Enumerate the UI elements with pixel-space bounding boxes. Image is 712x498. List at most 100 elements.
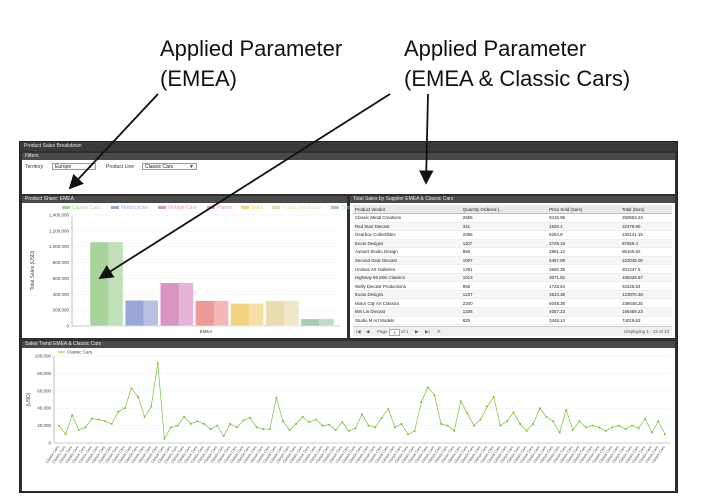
data-point xyxy=(150,405,153,408)
pagination-bar: |◀ ◀ Page 1 of 1 ▶ ▶| ⟳ Displaying 1 - 1… xyxy=(353,326,672,336)
bar-shade xyxy=(178,282,194,326)
legend-item[interactable]: Vintage Cars xyxy=(157,205,197,211)
data-point xyxy=(314,418,317,421)
table-cell: 825 xyxy=(460,316,548,326)
table-cell: Red Start Diecast xyxy=(353,222,461,232)
table-cell: Exoto Designs xyxy=(353,290,461,300)
next-page-icon[interactable]: ▶ xyxy=(415,329,419,334)
filters-panel: Territory Europe ▼ Product Line Classic … xyxy=(22,160,675,194)
table-cell: 1013 xyxy=(460,273,548,283)
table-cell: 3650.38 xyxy=(547,264,621,274)
data-point xyxy=(571,428,574,431)
territory-label: Territory xyxy=(25,164,44,170)
bar-shade xyxy=(143,300,159,326)
bar xyxy=(300,318,335,327)
legend-item[interactable]: Ships xyxy=(240,205,263,211)
data-point xyxy=(268,428,271,431)
column-header[interactable]: Quantity Ordered (... xyxy=(460,205,548,214)
legend-swatch xyxy=(240,206,249,210)
sales-trend-header: Sales Trend EMEA & Classic Cars xyxy=(22,341,675,348)
column-header[interactable]: Total (Sum) xyxy=(620,205,672,214)
data-point xyxy=(255,426,258,429)
table-cell: 2729.19 xyxy=(547,239,621,249)
bar xyxy=(160,282,194,327)
y-tick-label: 1,000,000 xyxy=(49,244,70,249)
x-tick-label: EMEA xyxy=(200,329,213,334)
arrow-classic-cars xyxy=(98,93,391,279)
y-tick-label: 1,200,000 xyxy=(49,228,70,233)
table-cell: 87559.4 xyxy=(620,239,672,249)
table-cell: 1728.64 xyxy=(547,281,621,291)
y-tick-label: 20,000 xyxy=(37,423,51,428)
table-cell: 156459.23 xyxy=(620,307,672,317)
legend-item[interactable]: Motorcycles xyxy=(111,205,148,211)
y-tick-label: 100,000 xyxy=(35,354,52,359)
data-point xyxy=(275,396,278,399)
data-point xyxy=(374,426,377,429)
legend-item[interactable]: Classic Cars xyxy=(62,205,100,211)
dashboard-window: Product Sales Breakdown Filters Territor… xyxy=(19,141,678,493)
data-point xyxy=(426,386,429,389)
data-point xyxy=(644,417,647,420)
first-page-icon[interactable]: |◀ xyxy=(356,329,361,334)
data-point xyxy=(301,415,304,418)
data-point xyxy=(262,428,265,431)
column-header[interactable]: Product Vendor xyxy=(353,205,461,214)
table-cell: 74019.63 xyxy=(620,316,672,326)
legend-label: Trains xyxy=(341,205,355,211)
y-tick-label: 600,000 xyxy=(53,276,70,281)
table-cell: Classic Metal Creations xyxy=(353,213,461,223)
table-cell: Highway 66 Mini Classics xyxy=(353,273,461,283)
data-point xyxy=(472,424,475,427)
table-cell: 32479.90 xyxy=(620,222,672,232)
bar xyxy=(89,241,124,327)
y-tick-label: 800,000 xyxy=(53,260,70,265)
table-cell: Autoart Studio Design xyxy=(353,247,461,257)
table-cell: Min Lin Diecast xyxy=(353,307,461,317)
arrow-table xyxy=(419,93,434,185)
table-cell: Gearbox Collectibles xyxy=(353,230,461,240)
data-point xyxy=(505,420,508,423)
data-point xyxy=(420,401,423,404)
data-point xyxy=(604,429,607,432)
data-point xyxy=(354,427,357,430)
refresh-icon[interactable]: ⟳ xyxy=(437,329,441,334)
last-page-icon[interactable]: ▶| xyxy=(425,329,430,334)
table-cell: 2340 xyxy=(460,298,548,308)
data-point xyxy=(84,426,87,429)
bar-shade xyxy=(108,241,124,326)
legend-label: Vintage Cars xyxy=(167,205,197,211)
data-point xyxy=(584,426,587,429)
data-point xyxy=(591,424,594,427)
legend-item[interactable]: Trucks and Buses xyxy=(271,205,321,211)
bar-shade xyxy=(319,318,334,326)
data-point xyxy=(242,419,245,422)
data-point xyxy=(624,428,627,431)
legend-item[interactable]: Trains xyxy=(331,205,355,211)
filters-panel-header[interactable]: Filters xyxy=(22,153,675,160)
table-cell: 5254.9 xyxy=(547,230,621,240)
data-point xyxy=(407,433,410,436)
page-number-input[interactable]: 1 xyxy=(389,329,400,336)
column-header[interactable]: Price Sold (Sum) xyxy=(547,205,621,214)
prev-page-icon[interactable]: ◀ xyxy=(366,329,370,334)
data-point xyxy=(281,420,284,423)
legend-label: Motorcycles xyxy=(121,205,148,211)
data-point xyxy=(123,407,126,410)
product-line-select[interactable]: Classic Cars ▼ xyxy=(142,163,197,170)
table-cell: 123870.48 xyxy=(620,290,672,300)
